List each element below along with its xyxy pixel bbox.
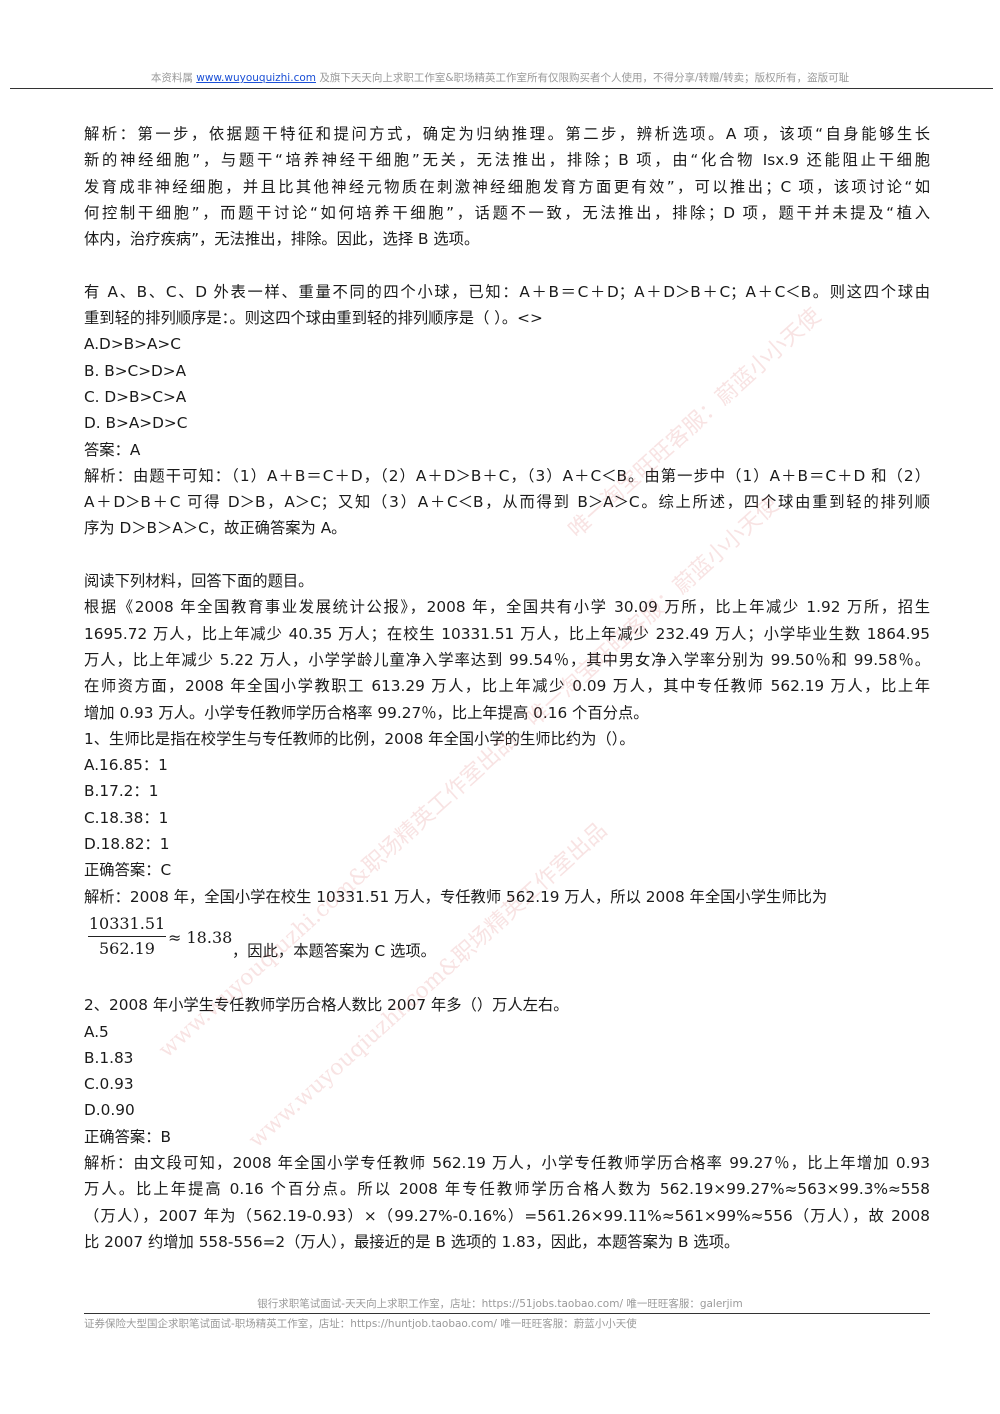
text-line: 新的神经细胞”，与题干“培养神经干细胞”无关，无法推出，排除；B 项，由“化合物… [84, 151, 930, 170]
q1-answer: 答案：A [84, 440, 141, 459]
q3-option-b: B.1.83 [84, 1048, 134, 1067]
main-content: 解析：第一步，依据题干特征和提问方式，确定为归纳推理。第二步，辨析选项。A 项，… [84, 121, 930, 1255]
text-line: 重到轻的排列顺序是：。则这四个球由重到轻的排列顺序是（ ）。<> [84, 309, 543, 328]
q3-option-c: C.0.93 [84, 1075, 134, 1094]
q1-analysis: 解析：由题干可知：（1）A＋B＝C＋D，（2）A＋D＞B＋C，（3）A＋C＜B。… [84, 463, 930, 542]
q3-option-a: A.5 [84, 1022, 109, 1041]
text-line: 何控制干细胞”，而题干讨论“如何培养干细胞”，话题不一致，无法推出，排除；D 项… [84, 203, 930, 222]
q0-analysis: 解析：第一步，依据题干特征和提问方式，确定为归纳推理。第二步，辨析选项。A 项，… [84, 121, 930, 252]
q3-analysis: 解析：由文段可知，2008 年全国小学专任教师 562.19 万人，小学专任教师… [84, 1150, 930, 1255]
q1-option-c: C. D>B>C>A [84, 387, 187, 406]
fraction-bar [88, 935, 166, 937]
material-intro: 阅读下列材料，回答下面的题目。 [84, 572, 314, 591]
text-line: 解析：由文段可知，2008 年全国小学专任教师 562.19 万人，小学专任教师… [84, 1153, 930, 1172]
footer-line-2: 证券保险大型国企求职笔试面试-职场精英工作室，店址：https://huntjo… [84, 1318, 637, 1330]
q2-option-d: D.18.82：1 [84, 835, 170, 854]
q3-option-d: D.0.90 [84, 1101, 135, 1120]
text-line: 万人。比上年提高 0.16 个百分点。所以 2008 年专任教师学历合格人数为 … [84, 1180, 930, 1199]
q1-stem: 有 A、B、C、D 外表一样、重量不同的四个小球，已知：A＋B＝C＋D；A＋D＞… [84, 279, 930, 332]
text-line: 解析：第一步，依据题干特征和提问方式，确定为归纳推理。第二步，辨析选项。A 项，… [84, 125, 930, 143]
q2-option-a: A.16.85：1 [84, 756, 168, 775]
q1-option-a: A.D>B>A>C [84, 335, 181, 354]
text-line: 体内，治疗疾病”，无法推出，排除。因此，选择 B 选项。 [84, 230, 480, 249]
q1-option-b: B. B>C>D>A [84, 361, 187, 380]
text-line: 解析：由题干可知：（1）A＋B＝C＋D，（2）A＋D＞B＋C，（3）A＋C＜B。… [84, 466, 930, 485]
ratio-formula: 10331.51 562.19 ≈ 18.38 ，因此，本题答案为 C 选项。 [84, 914, 930, 966]
formula-conclusion: ，因此，本题答案为 C 选项。 [232, 941, 436, 960]
text-line: （万人），2007 年为（562.19-0.93）×（99.27%-0.16%）… [84, 1206, 930, 1225]
text-line: 有 A、B、C、D 外表一样、重量不同的四个小球，已知：A＋B＝C＋D；A＋D＞… [84, 282, 930, 301]
text-line: A＋D＞B＋C 可得 D＞B，A＞C；又知（3）A＋C＜B，从而得到 B＞A＞C… [84, 493, 930, 512]
q3-answer: 正确答案：B [84, 1127, 171, 1146]
q3-stem: 2、2008 年小学生专任教师学历合格人数比 2007 年多（）万人左右。 [84, 996, 569, 1015]
text-line: 发育成非神经细胞，并且比其他神经元物质在刺激神经细胞发育方面更有效”，可以推出；… [84, 177, 930, 196]
formula-result: ≈ 18.38 [168, 927, 233, 947]
text-line: 根据《2008 年全国教育事业发展统计公报》，2008 年，全国共有小学 30.… [84, 598, 930, 617]
q2-answer: 正确答案：C [84, 861, 172, 880]
header-suffix: 及旗下天天向上求职工作室&职场精英工作室所有仅限购买者个人使用，不得分享/转赠/… [316, 72, 850, 84]
text-line: 万人，比上年减少 5.22 万人，小学学龄儿童净入学率达到 99.54％，其中男… [84, 650, 930, 669]
footer-divider [84, 1313, 930, 1314]
fraction-numerator: 10331.51 [88, 913, 166, 933]
header-site-link[interactable]: www.wuyouquizhi.com [196, 72, 316, 84]
text-line: 在师资方面，2008 年全国小学教职工 613.29 万人，比上年减少 0.09… [84, 677, 930, 696]
q2-analysis: 解析：2008 年，全国小学在校生 10331.51 万人，专任教师 562.1… [84, 887, 828, 906]
fraction-denominator: 562.19 [99, 938, 155, 958]
header-prefix: 本资料属 [150, 72, 197, 84]
q2-option-b: B.17.2：1 [84, 782, 159, 801]
q2-stem: 1、生师比是指在校学生与专任教师的比例，2008 年全国小学的生师比约为（）。 [84, 729, 635, 748]
q2-option-c: C.18.38：1 [84, 808, 169, 827]
fraction: 10331.51 562.19 [88, 914, 166, 959]
footer-line-1: 银行求职笔试面试-天天向上求职工作室，店址：https://51jobs.tao… [257, 1298, 743, 1310]
text-line: 增加 0.93 万人。小学专任教师学历合格率 99.27％，比上年提高 0.16… [84, 703, 649, 722]
header-divider [10, 88, 993, 89]
text-line: 序为 D＞B＞A＞C，故正确答案为 A。 [84, 519, 347, 538]
material-text: 根据《2008 年全国教育事业发展统计公报》，2008 年，全国共有小学 30.… [84, 594, 930, 725]
text-line: 1695.72 万人，比上年减少 40.35 万人；在校生 10331.51 万… [84, 624, 930, 643]
page-header: 本资料属 www.wuyouquizhi.com 及旗下天天向上求职工作室&职场… [0, 70, 1000, 85]
text-line: 比 2007 约增加 558-556=2（万人），最接近的是 B 选项的 1.8… [84, 1232, 740, 1251]
q1-option-d: D. B>A>D>C [84, 414, 188, 433]
